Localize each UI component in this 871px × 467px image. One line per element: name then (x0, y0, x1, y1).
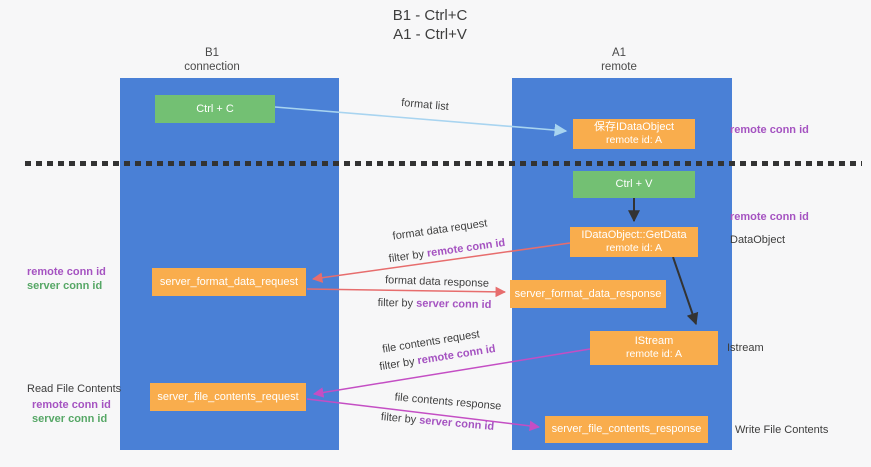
file-server-conn-id-label: server conn id (32, 413, 108, 425)
ctrl-c-label: Ctrl + C (196, 102, 234, 115)
file-contents-request-arrow (312, 348, 591, 398)
server-format-data-response-node: server_format_data_response (510, 280, 666, 308)
left-column-name: B1 (204, 47, 220, 59)
read-file-contents-label: Read File Contents (27, 383, 122, 395)
file-conn-id-labels: remote conn id server conn id (32, 398, 111, 426)
remote-conn-id-label-mid-right: remote conn id (730, 211, 809, 223)
left-column-subtitle: connection (184, 61, 240, 73)
write-file-contents-label: Write File Contents (735, 424, 829, 436)
filter-by-server-conn-id-label-1: filter by server conn id (372, 297, 497, 311)
right-column-subtitle: remote (601, 61, 637, 73)
save-idataobject-line2: remote id: A (605, 134, 663, 146)
right-column-name: A1 (611, 47, 627, 59)
ctrl-v-label: Ctrl + V (615, 178, 653, 190)
server-file-contents-response-node: server_file_contents_response (545, 416, 708, 443)
dashed-separator-line (25, 161, 862, 166)
diagram-title: B1 - Ctrl+C A1 - Ctrl+V (280, 6, 580, 44)
right-column-header: A1 remote (539, 46, 699, 74)
istream-line2: remote id: A (625, 348, 683, 360)
title-line-2: A1 - Ctrl+V (393, 26, 467, 43)
ctrl-c-node: Ctrl + C (155, 95, 275, 123)
format-data-response-arrow (306, 286, 507, 298)
title-line-1: B1 - Ctrl+C (392, 7, 468, 24)
ctrl-v-node: Ctrl + V (573, 171, 695, 198)
format-list-arrow (274, 106, 568, 137)
server-file-contents-request-node: server_file_contents_request (150, 383, 306, 411)
save-idataobject-node: 保存IDataObject remote id: A (573, 119, 695, 149)
filter-by-prefix-2: filter by (377, 297, 417, 310)
server-format-data-request-label: server_format_data_request (159, 275, 299, 288)
save-idataobject-line1: 保存IDataObject (593, 121, 675, 133)
format-server-conn-id-label: server conn id (27, 280, 103, 292)
format-remote-conn-id-label: remote conn id (27, 266, 106, 278)
server-file-contents-response-label: server_file_contents_response (551, 423, 702, 435)
idataobject-getdata-node: IDataObject::GetData remote id: A (570, 227, 698, 257)
format-conn-id-labels: remote conn id server conn id (27, 265, 106, 293)
server-format-data-request-node: server_format_data_request (152, 268, 306, 296)
getdata-line2: remote id: A (605, 242, 663, 254)
dataobject-label: DataObject (730, 234, 786, 246)
server-file-contents-request-label: server_file_contents_request (157, 390, 299, 403)
remote-conn-id-label-top-right: remote conn id (730, 124, 809, 136)
getdata-line1: IDataObject::GetData (581, 229, 687, 241)
istream-side-label: Istream (727, 342, 764, 354)
file-contents-response-arrow (306, 398, 541, 432)
file-remote-conn-id-label: remote conn id (32, 399, 111, 411)
left-column-header: B1 connection (132, 46, 292, 74)
istream-line1: IStream (634, 335, 674, 347)
format-data-request-arrow (311, 242, 571, 283)
getdata-to-istream-arrow (672, 256, 699, 326)
filter-server-conn-id-1: server conn id (416, 297, 492, 311)
istream-node: IStream remote id: A (590, 331, 718, 365)
server-format-data-response-label: server_format_data_response (514, 287, 662, 300)
